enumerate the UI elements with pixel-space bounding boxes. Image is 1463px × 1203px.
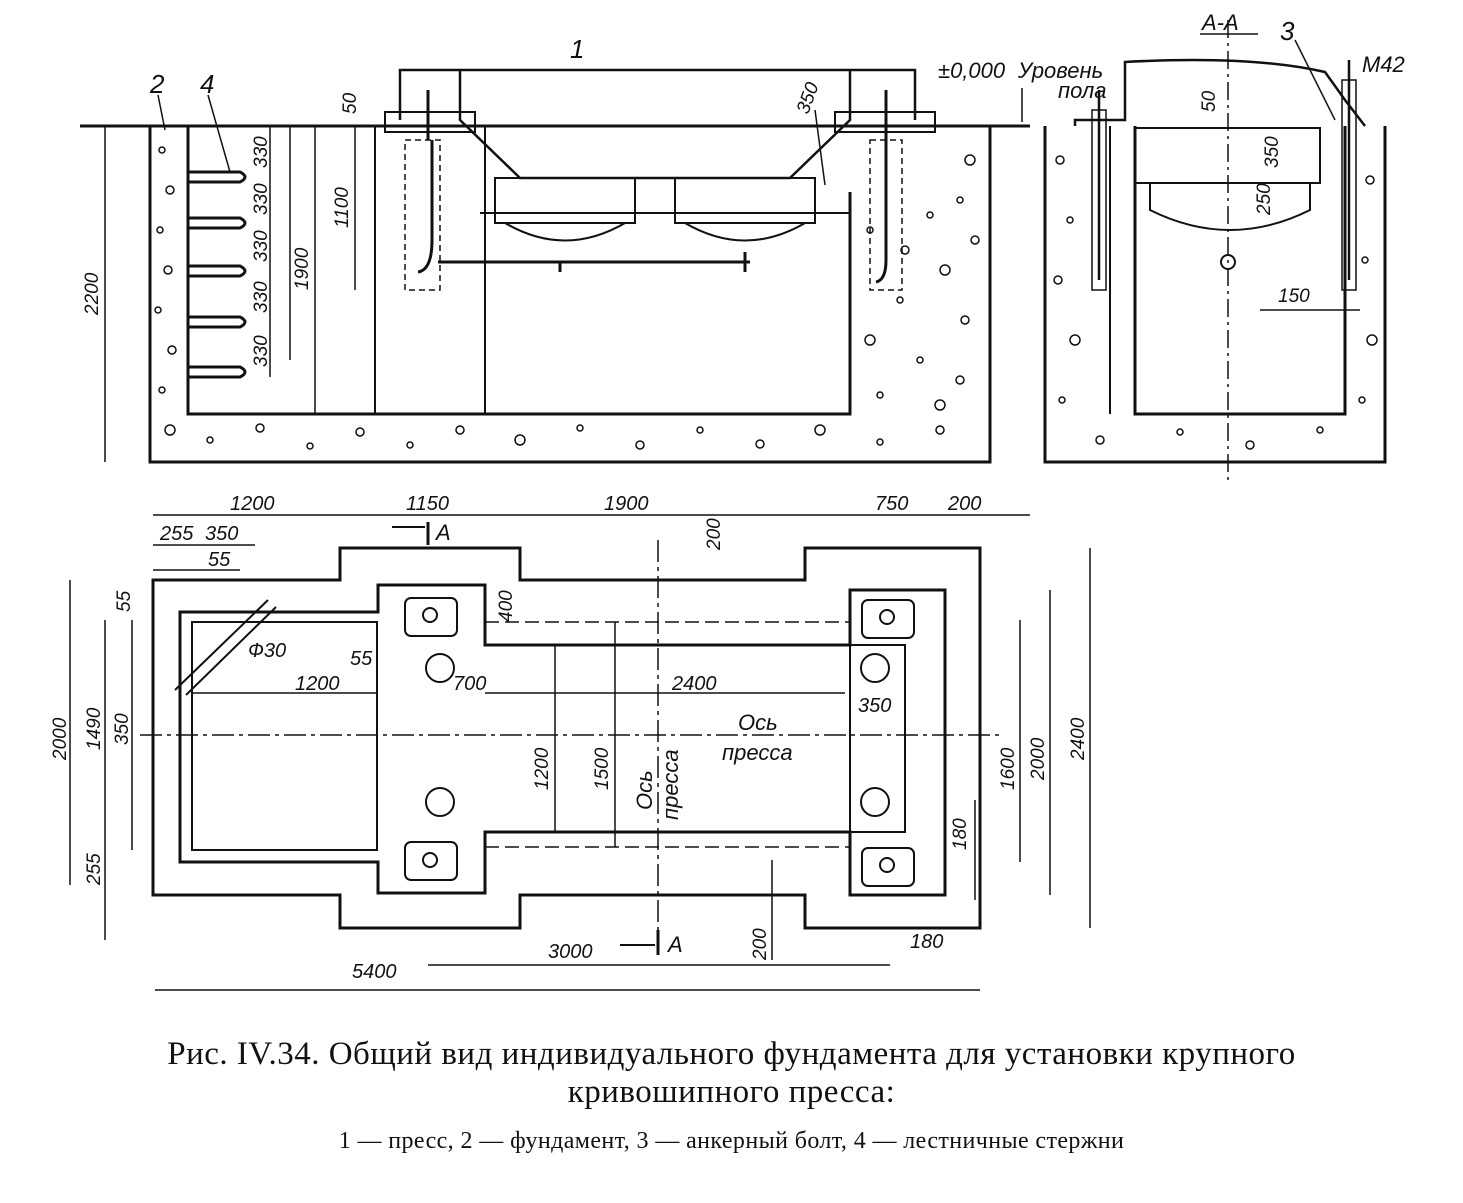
section-mark-bottom: А <box>666 932 683 957</box>
dim-inner-700: 700 <box>453 673 486 695</box>
dim-rung-3: 330 <box>251 230 272 262</box>
foundation-concrete-body <box>148 124 992 464</box>
axis-label-h2: пресса <box>722 740 793 765</box>
dim-inner-55: 55 <box>350 648 373 670</box>
dim-bottom-5400: 5400 <box>352 961 397 983</box>
dim-phi30: Ф30 <box>248 640 286 662</box>
dim-anchor-depth: 1100 <box>332 187 353 228</box>
dim-bottom-3000: 3000 <box>548 941 593 963</box>
side-section-view: 2200 1900 1100 50 350 330 330 330 330 33… <box>80 34 1107 464</box>
dim-rung-5: 330 <box>251 335 272 367</box>
dim-inner-200-top: 200 <box>704 518 725 551</box>
dim-inner-1200-v: 1200 <box>532 747 553 790</box>
aa-dim-350: 350 <box>1262 136 1283 168</box>
dim-right-2000: 2000 <box>1028 737 1049 781</box>
aa-dim-top-offset: 50 <box>1199 90 1220 112</box>
dim-left-1490: 1490 <box>84 707 105 750</box>
dim-bevel: 350 <box>793 79 824 116</box>
dim-right-2400: 2400 <box>1068 717 1089 761</box>
dim-bottom-180: 180 <box>910 931 943 953</box>
plan-view: А А 1200 1150 1900 750 200 255 350 55 20… <box>50 493 1091 991</box>
section-aggregate-pattern <box>1053 155 1378 450</box>
dim-right-1600: 1600 <box>998 747 1019 790</box>
section-title: А-А <box>1200 10 1239 35</box>
dim-rung-1: 330 <box>251 136 272 168</box>
callout-ladder-rods: 4 <box>200 69 214 99</box>
dim-inner-400: 400 <box>496 590 517 622</box>
axis-label-v2: пресса <box>658 749 683 820</box>
dim-pit-depth: 1900 <box>292 247 313 290</box>
anchor-bolt-right <box>869 90 903 291</box>
dim-top-750: 750 <box>875 493 908 515</box>
dim-top-255: 255 <box>159 523 194 545</box>
section-a-a-view: А-А 3 М42 50 350 250 150 <box>1043 10 1405 485</box>
axis-label-v1: Ось <box>632 770 657 810</box>
callout-foundation: 2 <box>149 69 165 99</box>
dim-top-1900: 1900 <box>604 493 649 515</box>
dim-top-offset: 50 <box>340 92 361 114</box>
dim-top-55: 55 <box>208 549 231 571</box>
callout-anchor-bolt: 3 <box>1280 16 1295 46</box>
dim-left-350: 350 <box>112 713 133 745</box>
section-mark-top: А <box>434 520 451 545</box>
ladder-rods <box>188 170 247 379</box>
aa-dim-150: 150 <box>1278 286 1310 307</box>
press-outline <box>398 68 917 120</box>
dim-top-200: 200 <box>947 493 981 515</box>
dim-right-180: 180 <box>950 818 971 850</box>
plan-pit-outline <box>178 583 947 897</box>
floor-level-value: ±0,000 <box>938 58 1006 83</box>
concrete-aggregate-pattern <box>154 146 980 450</box>
axis-label-h1: Ось <box>738 710 778 735</box>
floor-level-text-1: Уровень <box>1017 58 1103 83</box>
dim-left-55: 55 <box>114 590 135 612</box>
aa-dim-250: 250 <box>1254 183 1275 216</box>
dim-inner-2400: 2400 <box>671 673 717 695</box>
dim-top-350: 350 <box>205 523 238 545</box>
pit-outline <box>186 126 852 416</box>
caption-line-1: Рис. IV.34. Общий вид индивидуального фу… <box>167 1036 1296 1072</box>
dim-inner-1200: 1200 <box>295 673 340 695</box>
section-concrete-body <box>1043 126 1387 464</box>
bolt-pockets <box>404 597 915 887</box>
caption-legend: 1 — пресс, 2 — фундамент, 3 — анкерный б… <box>338 1128 1125 1154</box>
dim-inner-350: 350 <box>858 695 891 717</box>
dim-left-2000: 2000 <box>50 717 71 761</box>
dim-rung-2: 330 <box>251 183 272 215</box>
anchor-bolt-left <box>404 90 441 291</box>
foundation-drawing: 2200 1900 1100 50 350 330 330 330 330 33… <box>50 10 1405 991</box>
dim-bottom-200: 200 <box>750 928 771 961</box>
caption-line-2: кривошипного пресса: <box>567 1074 896 1110</box>
dim-rung-4: 330 <box>251 281 272 313</box>
dim-inner-1500-v: 1500 <box>592 747 613 790</box>
plan-foundation-outline <box>151 546 982 930</box>
dim-total-depth: 2200 <box>82 272 103 316</box>
dim-top-1150: 1150 <box>406 493 449 515</box>
bolt-size: М42 <box>1362 52 1405 77</box>
dim-top-1200: 1200 <box>230 493 275 515</box>
dim-left-255: 255 <box>84 853 105 886</box>
callout-press: 1 <box>570 34 584 64</box>
